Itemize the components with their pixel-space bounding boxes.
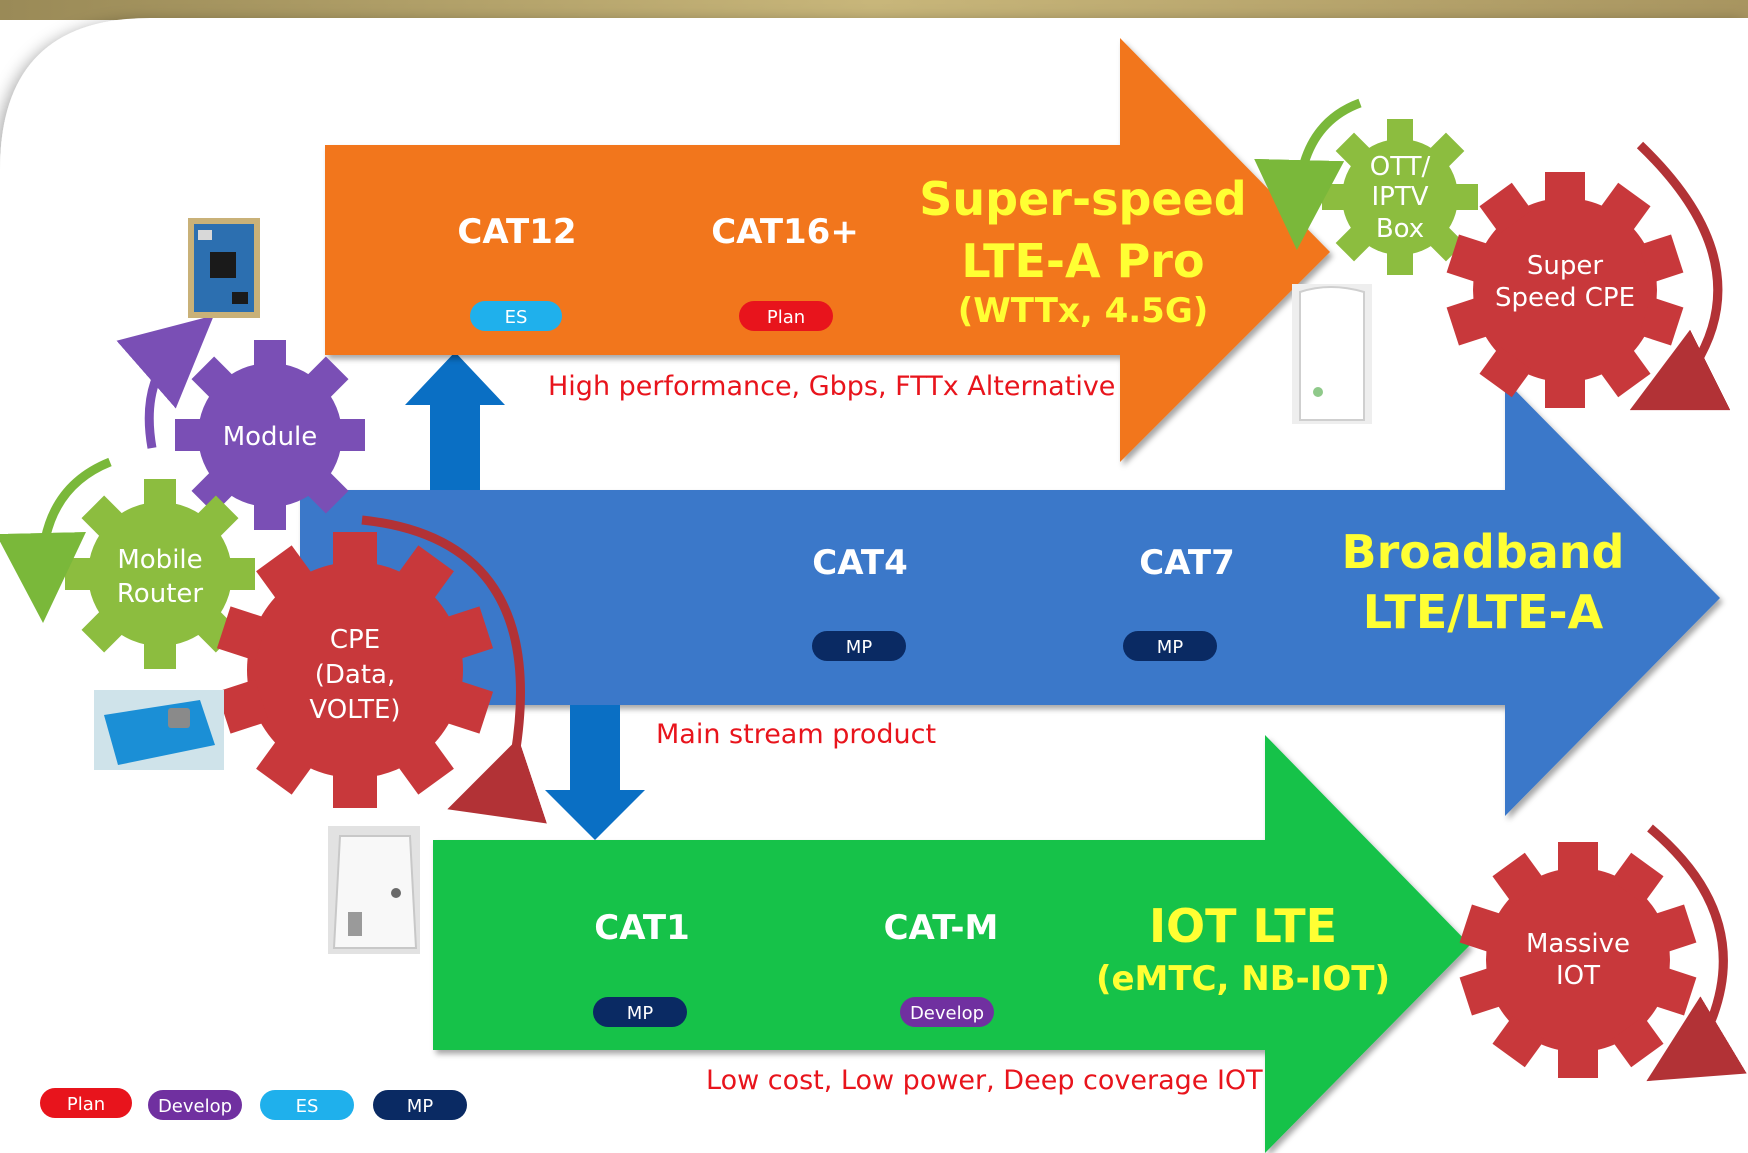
- cat4-badge-text: MP: [846, 637, 873, 658]
- cat7-badge-text: MP: [1157, 637, 1184, 658]
- cat7-label: CAT7: [1139, 543, 1234, 583]
- ott-label-2: IPTV: [1371, 182, 1428, 212]
- massive-iot-label-1: Massive: [1526, 929, 1630, 959]
- cpe-gear: [216, 532, 494, 808]
- iot-lte-title: IOT LTE: [1149, 899, 1337, 953]
- super-speed-title: Super-speed: [919, 172, 1246, 226]
- super-speed-cpe-gear: [1446, 172, 1684, 408]
- massive-iot-cycle-arrow: [1646, 824, 1747, 1082]
- broadband-title: Broadband: [1342, 525, 1625, 579]
- module-gear: [175, 340, 365, 530]
- outdoor-cpe-image: [1292, 284, 1372, 424]
- cat16-badge: [739, 301, 833, 331]
- indoor-cpe-image: [328, 826, 420, 954]
- cat12-badge-text: ES: [505, 307, 528, 328]
- super-cpe-label-1: Super: [1527, 251, 1603, 281]
- down-arrow: [545, 705, 645, 840]
- high-performance-note: High performance, Gbps, FTTx Alternative: [548, 371, 1115, 402]
- super-speed-arrow: [325, 38, 1330, 462]
- legend-es-badge: [260, 1090, 354, 1120]
- cat1-label: CAT1: [594, 908, 689, 948]
- cpe-label-1: CPE: [330, 625, 380, 655]
- cat-m-badge-text: Develop: [910, 1003, 984, 1024]
- mobile-router-label-2: Router: [117, 579, 203, 609]
- broadband-arrow: [300, 380, 1720, 816]
- super-cpe-cycle-arrow: [1629, 141, 1731, 411]
- cpe-label-3: VOLTE): [309, 695, 400, 725]
- low-cost-note: Low cost, Low power, Deep coverage IOT: [706, 1065, 1263, 1096]
- ott-label-3: Box: [1376, 214, 1424, 244]
- mobile-router-image: [94, 690, 224, 770]
- mobile-router-gear: [65, 479, 255, 669]
- legend-plan-badge: [40, 1088, 132, 1118]
- ott-cycle-arrow: [1254, 98, 1362, 250]
- cat16-label: CAT16+: [711, 212, 859, 252]
- module-cycle-arrow: [116, 315, 214, 449]
- legend-mp-badge: [373, 1090, 467, 1120]
- legend-es-text: ES: [296, 1096, 319, 1117]
- cpe-label-2: (Data,: [315, 660, 396, 690]
- massive-iot-gear: [1459, 842, 1697, 1078]
- cat-m-badge: [900, 997, 994, 1027]
- module-label: Module: [223, 422, 318, 452]
- up-arrow: [405, 352, 505, 490]
- cat12-badge: [470, 301, 562, 331]
- legend-develop-text: Develop: [158, 1096, 232, 1117]
- cat1-badge-text: MP: [627, 1003, 654, 1024]
- cat4-badge: [812, 631, 906, 661]
- main-stream-note: Main stream product: [656, 719, 936, 750]
- cat7-badge: [1123, 631, 1217, 661]
- cat1-badge: [593, 997, 687, 1027]
- lte-title: LTE/LTE-A: [1363, 585, 1604, 639]
- module-board-image: [188, 218, 260, 318]
- legend-develop-badge: [148, 1090, 242, 1120]
- top-band: [0, 0, 1748, 20]
- lte-a-pro-title: LTE-A Pro: [961, 234, 1204, 288]
- wttx-subtitle: (WTTx, 4.5G): [958, 291, 1209, 331]
- cat-m-label: CAT-M: [884, 908, 999, 948]
- ott-label-1: OTT/: [1370, 152, 1431, 182]
- emtc-subtitle: (eMTC, NB-IOT): [1096, 959, 1390, 999]
- legend-mp-text: MP: [407, 1096, 434, 1117]
- super-cpe-label-2: Speed CPE: [1495, 283, 1635, 313]
- massive-iot-label-2: IOT: [1556, 961, 1600, 991]
- mobile-router-label-1: Mobile: [117, 545, 202, 575]
- cat16-badge-text: Plan: [767, 307, 805, 328]
- cpe-cycle-arrow: [361, 515, 547, 824]
- cat12-label: CAT12: [457, 212, 576, 252]
- iot-arrow: [433, 735, 1470, 1153]
- legend: Plan Develop ES MP: [40, 1088, 467, 1120]
- cat4-label: CAT4: [812, 543, 907, 583]
- legend-plan-text: Plan: [67, 1094, 105, 1115]
- router-cycle-arrow: [0, 457, 112, 623]
